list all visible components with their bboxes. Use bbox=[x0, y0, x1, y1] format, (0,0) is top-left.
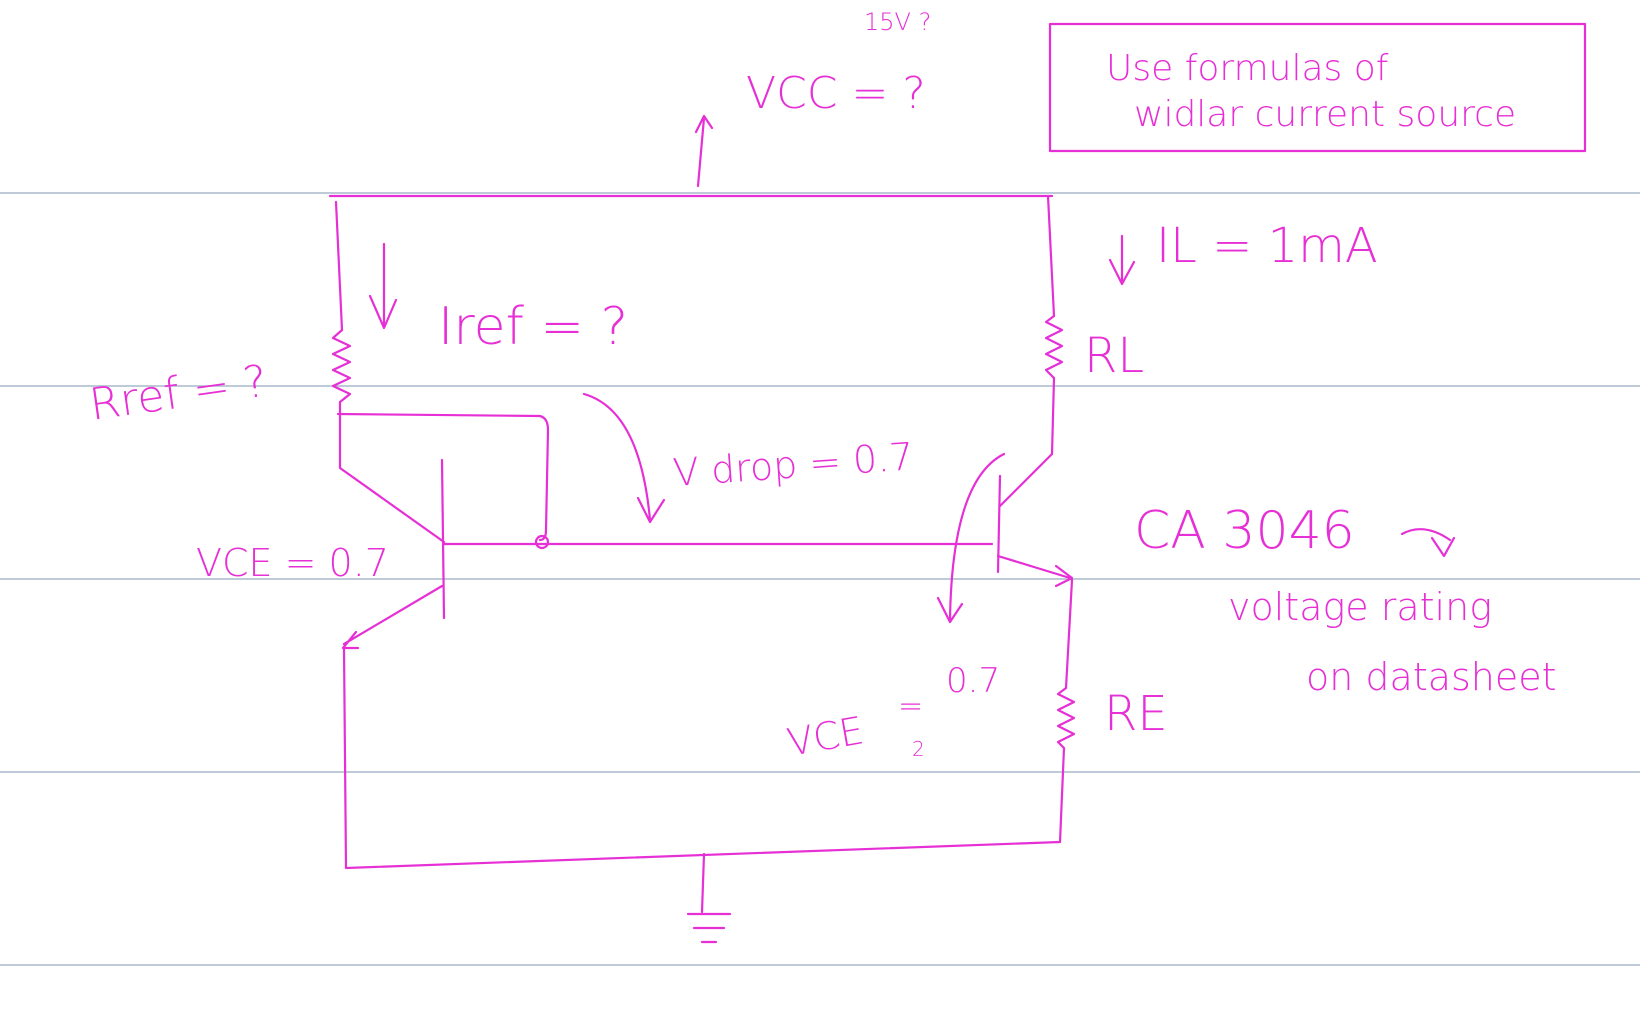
ground-symbol bbox=[686, 852, 732, 944]
vce2-eq: = bbox=[898, 689, 923, 724]
rl-resistor bbox=[1044, 314, 1064, 380]
left-wire-top bbox=[334, 200, 344, 332]
vce2-subscript: 2 bbox=[912, 737, 925, 761]
datasheet-line-2: on datasheet bbox=[1306, 655, 1557, 699]
rl-label: RL bbox=[1084, 328, 1144, 384]
q2-collector-wire bbox=[998, 376, 1056, 508]
vdrop-arrow bbox=[582, 392, 666, 524]
ruled-lines bbox=[0, 192, 1640, 966]
il-label: IL = 1mA bbox=[1156, 218, 1378, 274]
vcc-label: VCC = ? bbox=[746, 68, 926, 119]
chip-arrow bbox=[1400, 528, 1456, 558]
left-bottom-wire bbox=[342, 646, 1062, 870]
labels: Use formulas of widlar current source 15… bbox=[86, 8, 1556, 765]
vce2-value: 0.7 bbox=[946, 661, 1000, 701]
re-wire bbox=[1064, 578, 1074, 690]
vce2-arrow bbox=[936, 452, 1006, 624]
note-line-2: widlar current source bbox=[1134, 94, 1516, 135]
circuit-drawing bbox=[328, 22, 1587, 944]
q1-collector-wire bbox=[338, 418, 446, 544]
datasheet-line-1: voltage rating bbox=[1228, 585, 1492, 629]
q1-base-bar bbox=[440, 458, 446, 620]
q1-emitter bbox=[341, 584, 444, 650]
vce2-label: VCE bbox=[784, 708, 867, 765]
right-wire-top bbox=[1046, 194, 1056, 318]
q2-emitter bbox=[996, 554, 1074, 588]
rref-label: Rref = ? bbox=[86, 356, 270, 431]
re-resistor bbox=[1056, 686, 1076, 750]
vcc-guess: 15V ? bbox=[864, 8, 931, 36]
junction-dot bbox=[534, 534, 550, 550]
right-bottom-wire bbox=[1058, 746, 1066, 844]
vcc-arrow bbox=[694, 114, 714, 188]
vce1-label: VCE = 0.7 bbox=[196, 541, 389, 585]
iref-arrow bbox=[368, 242, 398, 330]
rref-resistor bbox=[331, 328, 352, 422]
note-box bbox=[1048, 22, 1587, 153]
q1-short-wire bbox=[336, 412, 550, 542]
il-arrow bbox=[1108, 234, 1136, 286]
chip-label: CA 3046 bbox=[1134, 501, 1355, 561]
re-label: RE bbox=[1104, 686, 1168, 742]
vdrop-label: V drop = 0.7 bbox=[672, 434, 915, 495]
iref-label: Iref = ? bbox=[438, 297, 628, 357]
note-line-1: Use formulas of bbox=[1106, 48, 1389, 89]
